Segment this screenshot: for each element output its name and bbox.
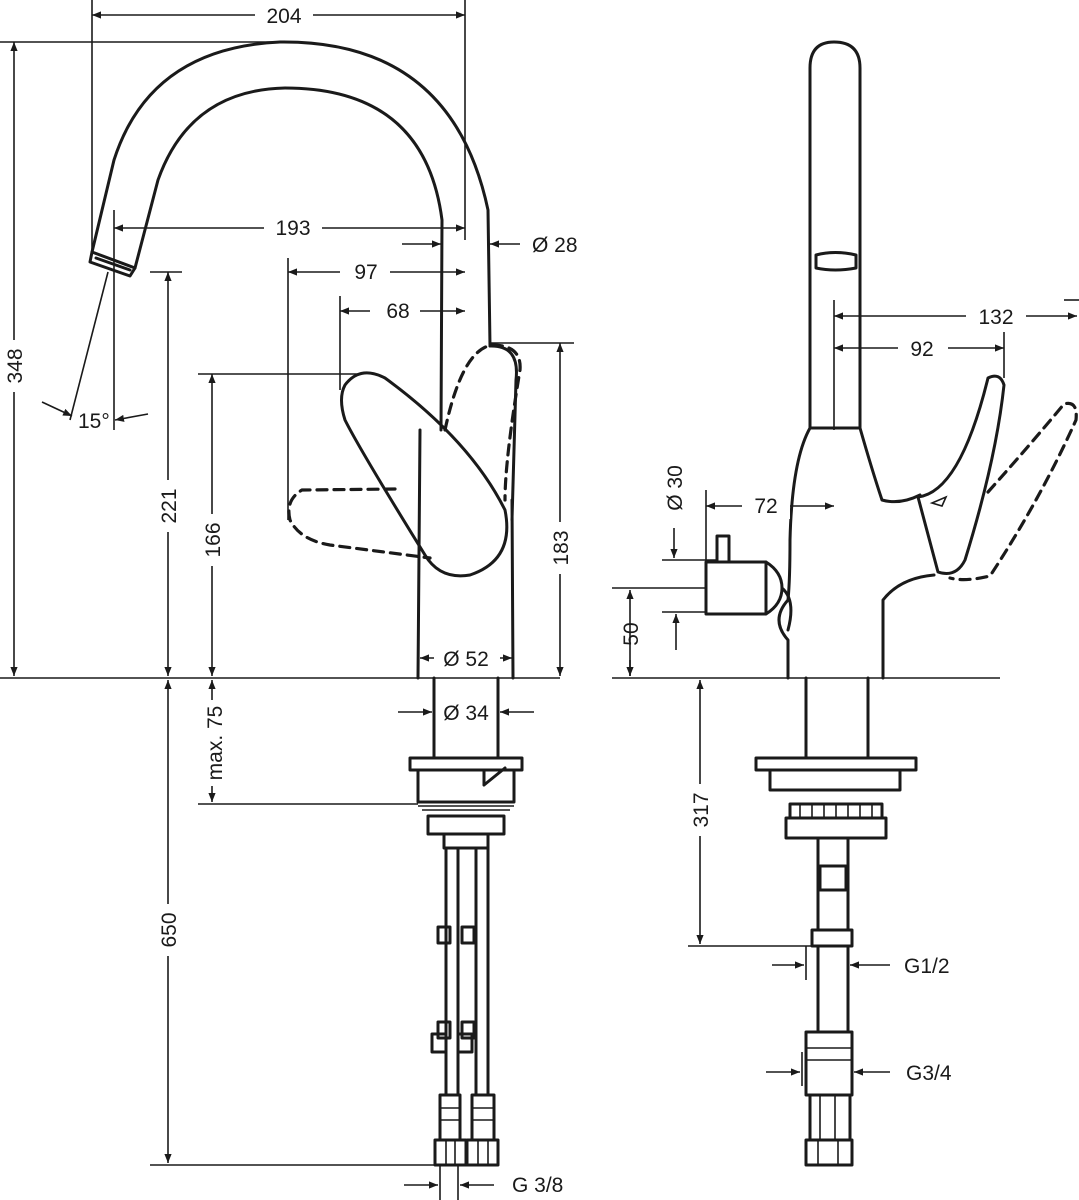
dim-hose-thread: G 3/8 bbox=[512, 1174, 563, 1197]
front-spout bbox=[808, 40, 862, 430]
lever-lowered-position bbox=[287, 487, 432, 560]
dim-knob-offset: 72 bbox=[754, 495, 777, 518]
front-hose-fittings bbox=[804, 1030, 854, 1167]
lever-handle bbox=[340, 371, 509, 578]
dim-outlet-height: 221 bbox=[158, 488, 181, 523]
dim-knob-diameter: Ø 30 bbox=[664, 465, 687, 511]
dim-spout-diameter: Ø 28 bbox=[532, 234, 578, 257]
dim-shank-diameter: Ø 34 bbox=[443, 702, 489, 725]
hose-clips bbox=[430, 925, 476, 1054]
dim-body-diameter: Ø 52 bbox=[443, 648, 489, 671]
dim-body-height: 183 bbox=[550, 530, 573, 565]
front-side-knob bbox=[704, 560, 793, 632]
hose-left bbox=[444, 846, 460, 1097]
spout-outer bbox=[90, 40, 492, 348]
lever-raised-position bbox=[443, 343, 522, 502]
hose-fittings bbox=[433, 1093, 500, 1167]
dim-thread-half: G1/2 bbox=[904, 955, 950, 978]
dim-lever-68: 68 bbox=[386, 300, 409, 323]
front-aerator bbox=[814, 251, 858, 272]
front-shank bbox=[804, 676, 870, 760]
dim-height-total: 348 bbox=[4, 348, 27, 383]
dim-shank-length: 317 bbox=[690, 792, 713, 827]
dim-hose-length: 650 bbox=[158, 912, 181, 947]
dim-thread-three-quarter: G3/4 bbox=[906, 1062, 952, 1085]
dim-front-lever-132: 132 bbox=[978, 306, 1013, 329]
dim-spout-reach: 193 bbox=[275, 217, 310, 240]
knob-stem bbox=[715, 534, 731, 564]
lever-hole bbox=[929, 495, 948, 507]
front-lever bbox=[916, 374, 1006, 575]
front-body bbox=[777, 426, 936, 680]
front-mounting-plate bbox=[754, 756, 918, 792]
aerator bbox=[88, 250, 137, 278]
side-view: 204 348 193 Ø 28 97 68 15° 221 bbox=[0, 0, 578, 1200]
spout-inner bbox=[133, 86, 444, 432]
dim-lever-97: 97 bbox=[354, 261, 377, 284]
nut-ring bbox=[418, 805, 514, 811]
dim-width: 204 bbox=[266, 5, 301, 28]
hose-connector bbox=[426, 814, 506, 850]
dim-spout-angle: 15° bbox=[78, 410, 110, 433]
dim-max-thickness: max. 75 bbox=[204, 706, 227, 781]
front-supply-pipe bbox=[810, 836, 854, 1032]
front-lever-alt bbox=[948, 401, 1078, 582]
front-nut bbox=[784, 802, 888, 840]
front-pipe-clip bbox=[818, 864, 848, 892]
dim-front-lever-92: 92 bbox=[910, 338, 933, 361]
hose-right bbox=[474, 846, 490, 1097]
faucet-body bbox=[416, 344, 518, 680]
mounting-plate bbox=[408, 756, 524, 804]
dim-lever-height: 166 bbox=[202, 522, 225, 557]
front-view: 132 92 72 Ø 30 50 317 G1/2 bbox=[612, 40, 1079, 1167]
dim-knob-height: 50 bbox=[620, 622, 643, 645]
shank bbox=[432, 676, 500, 760]
